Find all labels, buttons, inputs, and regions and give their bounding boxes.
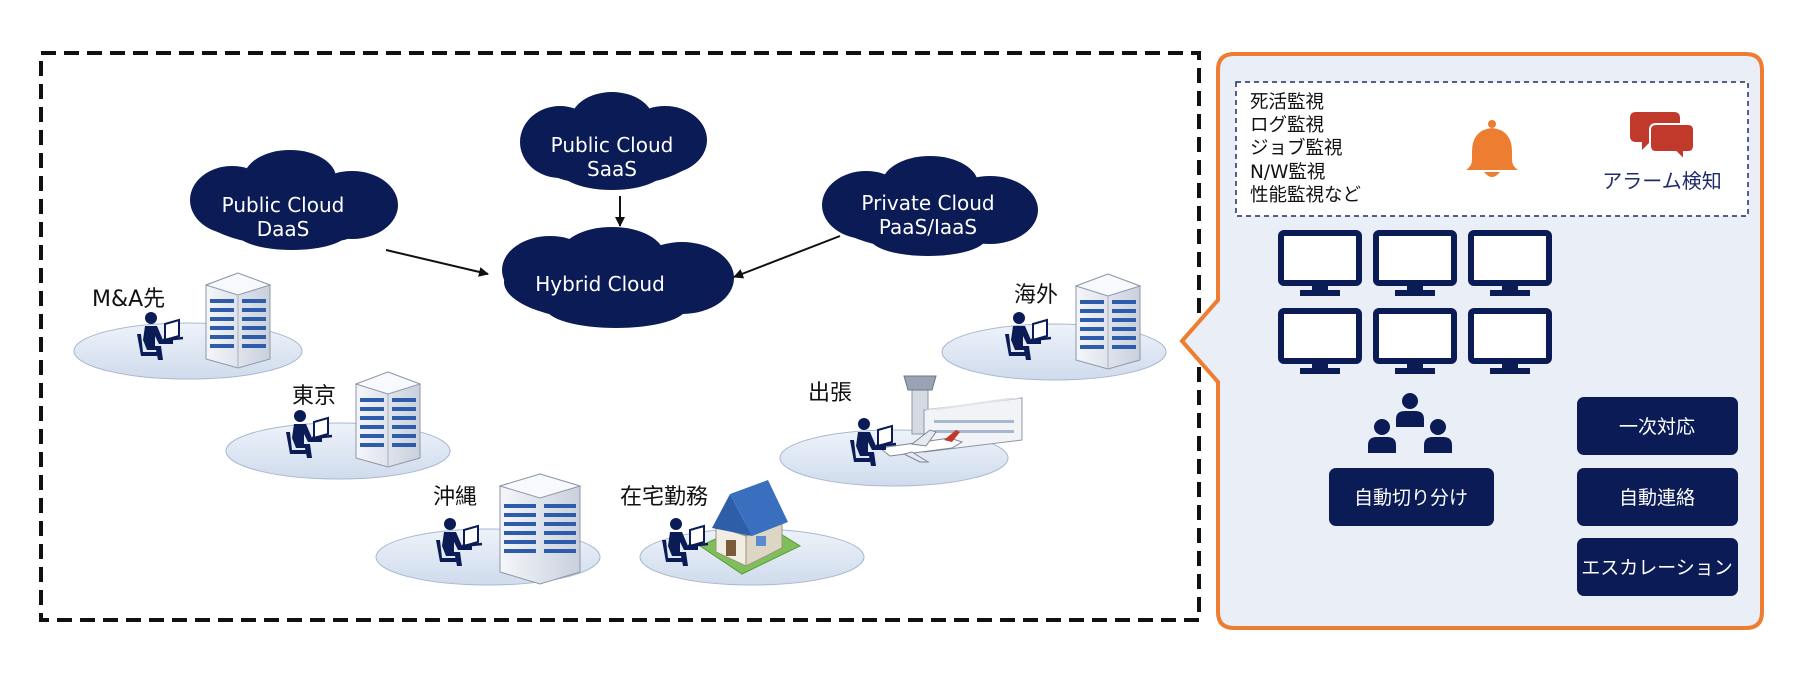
site-business-trip (779, 375, 1023, 487)
cloud-private-line1: Private Cloud (861, 191, 994, 215)
house-icon (698, 480, 802, 575)
monitoring-item: 死活監視 (1250, 92, 1324, 113)
airport-icon (878, 375, 1023, 463)
cloud-daas-line1: Public Cloud (222, 193, 345, 217)
office-building-icon (355, 371, 421, 468)
cloud-public-saas (520, 92, 707, 190)
auto-isolation-button[interactable]: 自動切り分け (1329, 468, 1494, 526)
site-tokyo (225, 371, 451, 480)
cloud-public-daas (190, 150, 398, 250)
escalation-button[interactable]: エスカレーション (1577, 538, 1738, 596)
site-label-overseas: 海外 (1014, 283, 1058, 308)
cloud-icon (520, 92, 707, 190)
arrow-daas-to-hybrid (385, 249, 489, 277)
cloud-hybrid-label: Hybrid Cloud (535, 272, 665, 296)
site-label-ma: M&A先 (92, 287, 165, 312)
site-label-okinawa: 沖縄 (433, 485, 477, 510)
first-response-label: 一次対応 (1619, 416, 1695, 438)
alarm-detection-label: アラーム検知 (1602, 169, 1721, 193)
monitoring-item: ログ監視 (1250, 115, 1324, 136)
cloud-daas-line2: DaaS (257, 217, 310, 241)
cloud-private-line2: PaaS/IaaS (879, 215, 977, 239)
site-label-tokyo: 東京 (292, 384, 336, 409)
auto-contact-label: 自動連絡 (1619, 487, 1695, 509)
site-okinawa (375, 473, 601, 586)
auto-contact-button[interactable]: 自動連絡 (1577, 468, 1738, 526)
office-building-icon (205, 272, 271, 369)
site-label-business-trip: 出張 (808, 381, 852, 406)
site-label-remote: 在宅勤務 (620, 485, 708, 510)
site-ma (73, 272, 303, 380)
monitoring-item: N/W監視 (1250, 162, 1325, 183)
arrow-private-to-hybrid (733, 235, 841, 279)
cloud-saas-line1: Public Cloud (551, 133, 674, 157)
first-response-button[interactable]: 一次対応 (1577, 397, 1738, 455)
cloud-private (822, 156, 1038, 256)
site-remote (639, 480, 865, 586)
monitoring-item: 性能監視など (1250, 185, 1361, 206)
monitoring-item: ジョブ監視 (1250, 137, 1343, 159)
cloud-saas-line2: SaaS (587, 157, 637, 181)
cloud-hybrid (502, 227, 734, 328)
site-overseas (941, 273, 1167, 381)
bell-icon (1466, 120, 1518, 177)
office-building-icon (498, 473, 582, 585)
office-building-icon (1075, 273, 1141, 370)
chat-bubbles-icon (1630, 112, 1695, 163)
auto-isolation-label: 自動切り分け (1354, 487, 1468, 509)
escalation-label: エスカレーション (1581, 557, 1733, 579)
